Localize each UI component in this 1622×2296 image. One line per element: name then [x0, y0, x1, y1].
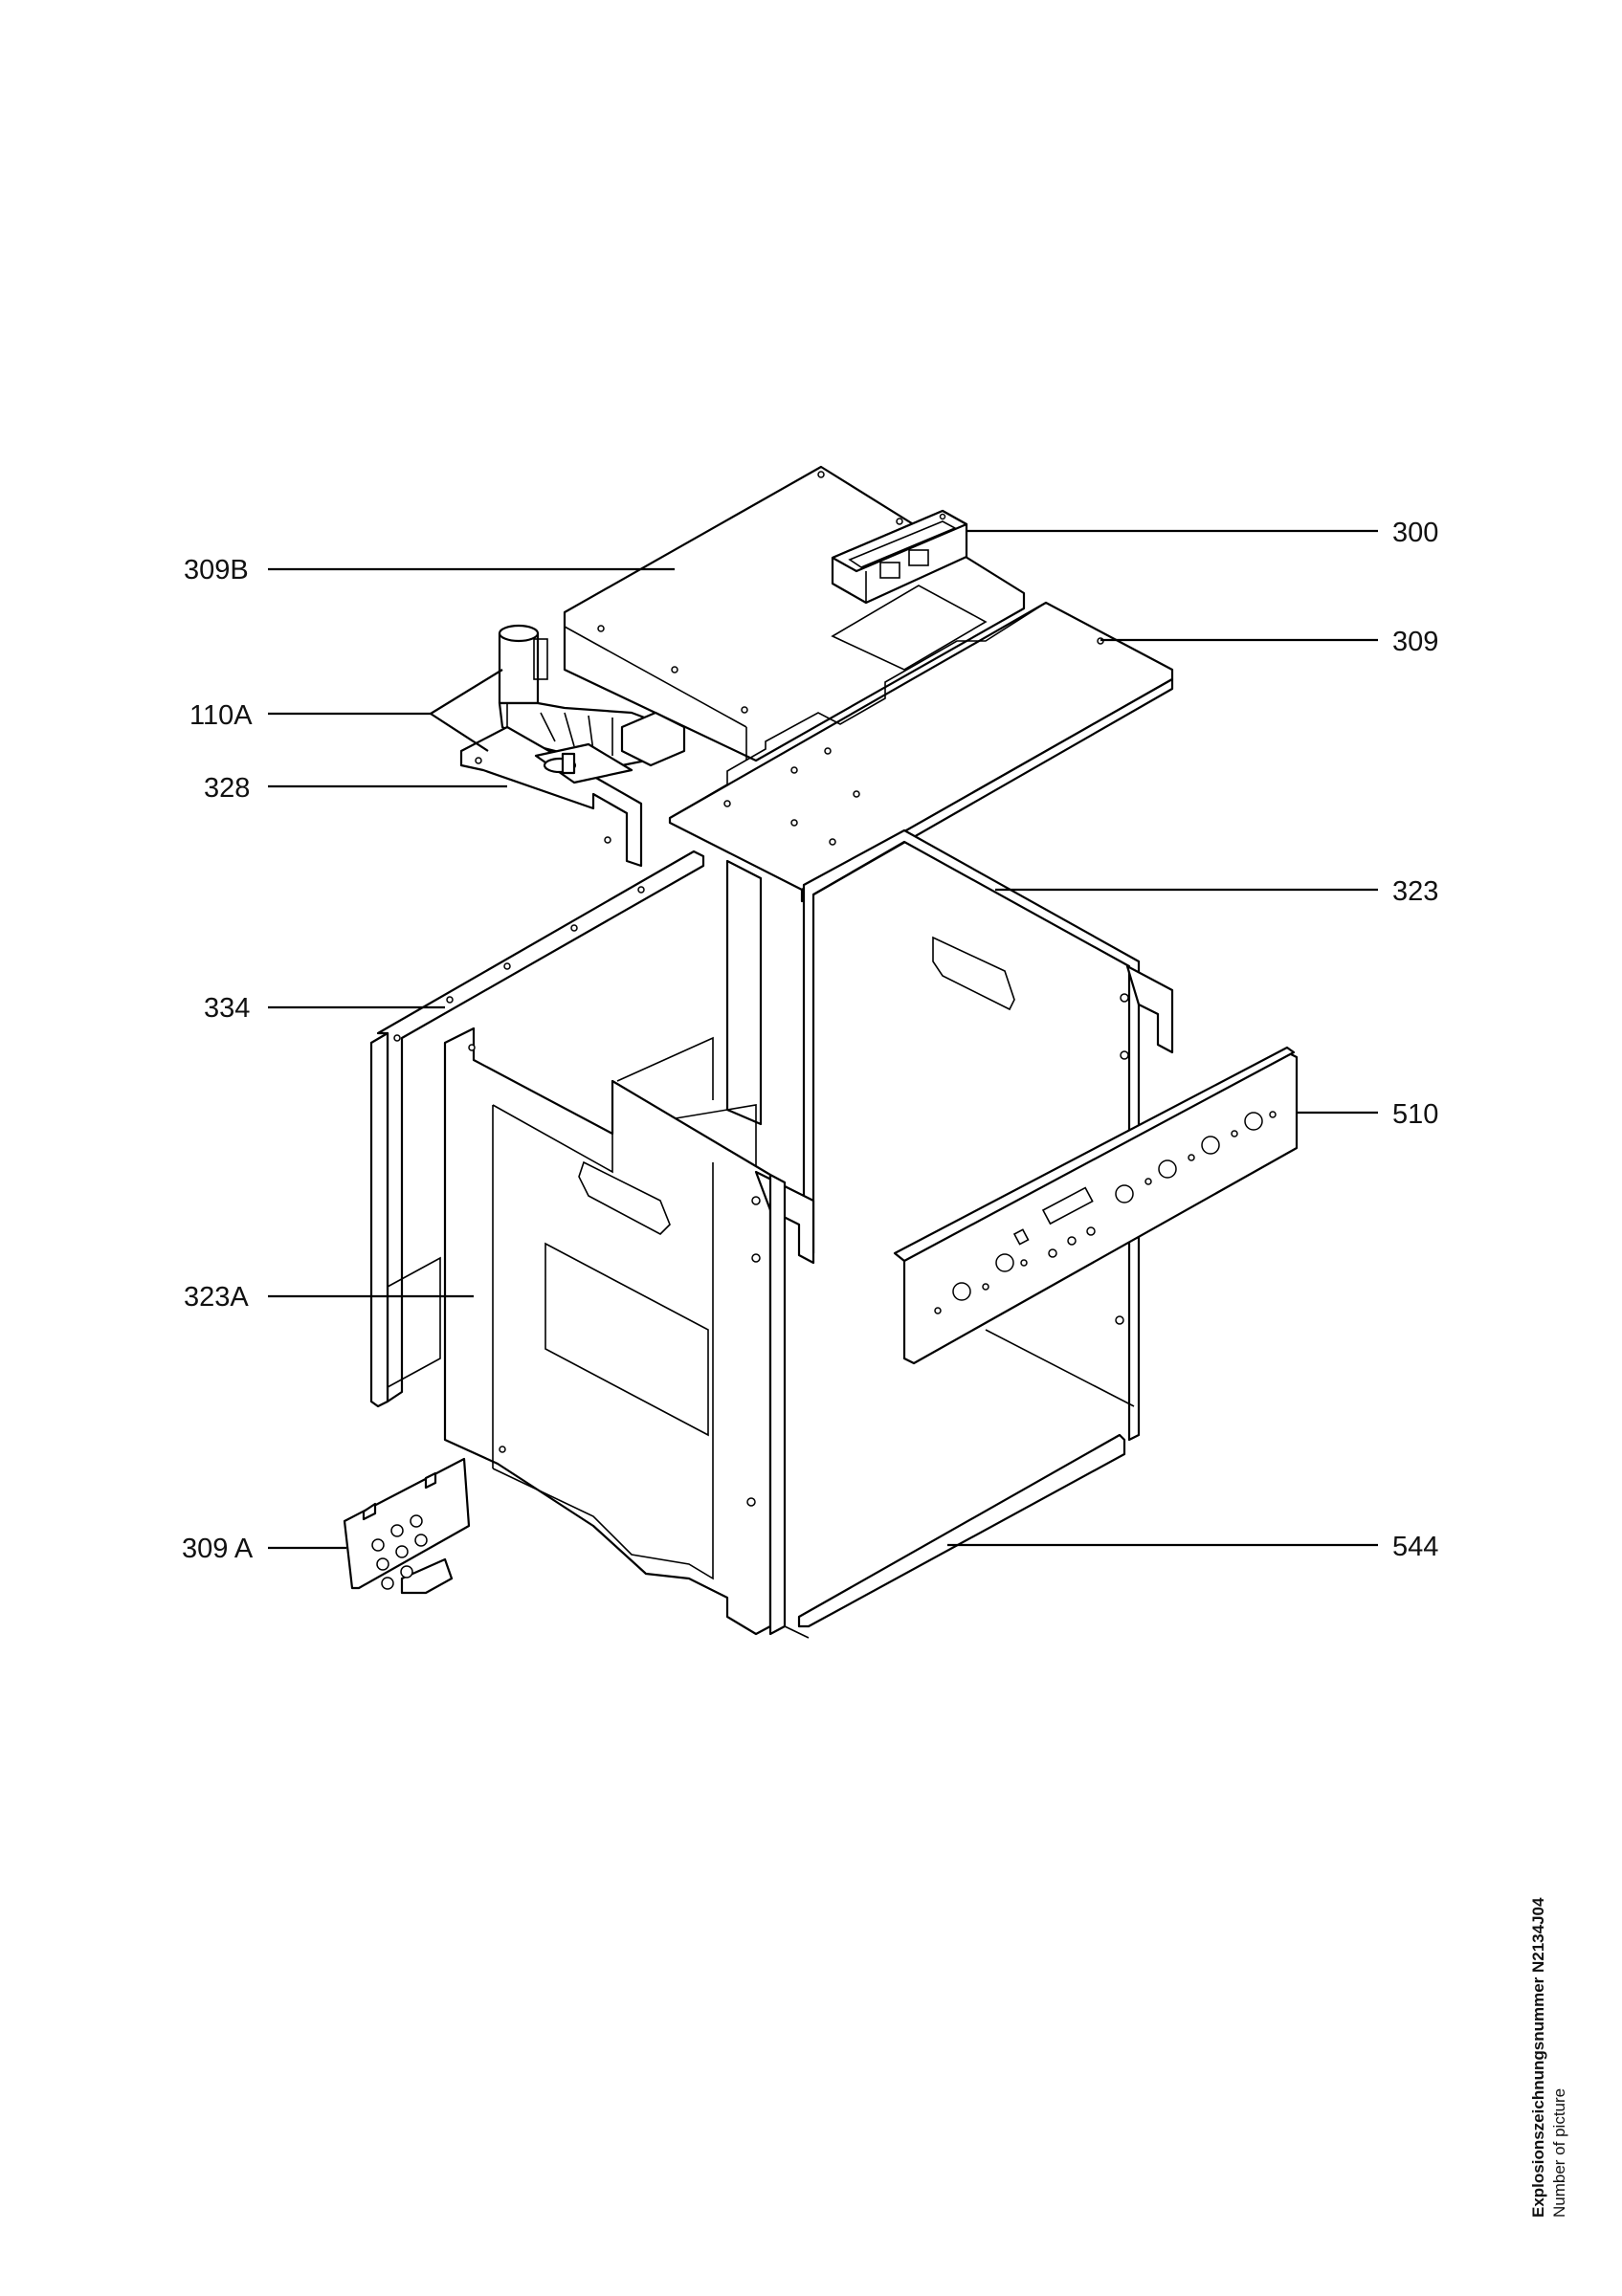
- cover-309a: [343, 1457, 471, 1595]
- label-110a: 110A: [189, 700, 253, 731]
- leader-110a-upper: [430, 669, 503, 715]
- drawing-number-caption: Explosionszeichnungsnummer N2134J04 Numb…: [1528, 1749, 1595, 2218]
- label-328: 328: [204, 773, 250, 804]
- label-309: 309: [1392, 627, 1438, 657]
- label-323a: 323A: [184, 1282, 249, 1313]
- label-309a: 309 A: [182, 1534, 254, 1564]
- bracket-328: [459, 703, 643, 868]
- label-334: 334: [204, 993, 250, 1024]
- label-510: 510: [1392, 1099, 1438, 1130]
- leader-lines: [268, 529, 1378, 1550]
- fan-housing-300: [831, 509, 968, 605]
- drawing-number: Explosionszeichnungsnummer N2134J04: [1529, 1897, 1547, 2218]
- drawing-number-subtitle: Number of picture: [1550, 2087, 1568, 2218]
- bottom-rail-544: [784, 1433, 1126, 1639]
- left-side-panel-334: [369, 850, 705, 1408]
- panel-opening: [831, 585, 988, 671]
- air-duct-110a: [498, 624, 686, 767]
- front-panel-323a: [443, 1027, 815, 1636]
- leader-110a-lower: [430, 713, 489, 752]
- right-side-panel-323: [802, 828, 1174, 1442]
- label-300: 300: [1392, 518, 1438, 548]
- label-544: 544: [1392, 1532, 1438, 1562]
- label-309b: 309B: [184, 555, 249, 585]
- control-panel-510: [893, 1046, 1299, 1365]
- label-323: 323: [1392, 876, 1438, 907]
